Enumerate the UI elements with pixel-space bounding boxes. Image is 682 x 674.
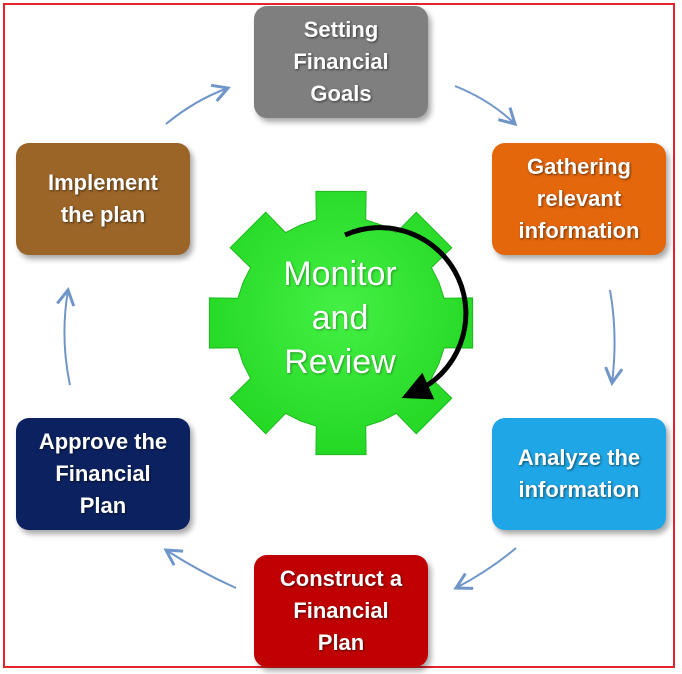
arrow-goals-to-gathering bbox=[454, 85, 518, 127]
arrow-gathering-to-analyze bbox=[604, 289, 624, 387]
arrow-analyze-to-construct bbox=[453, 547, 517, 590]
step-construct-plan: Construct a Financial Plan bbox=[254, 555, 428, 667]
diagram-border bbox=[3, 3, 675, 668]
step-label: Approve the Financial Plan bbox=[38, 429, 168, 518]
rotation-arrow-icon bbox=[343, 225, 469, 400]
step-label: Implement the plan bbox=[47, 170, 159, 227]
step-gathering-info: Gathering relevant information bbox=[492, 143, 666, 255]
step-implement-plan: Implement the plan bbox=[16, 143, 190, 255]
step-label: Setting Financial Goals bbox=[293, 17, 389, 106]
center-label: Monitor and Review bbox=[283, 255, 397, 381]
step-label: Construct a Financial Plan bbox=[279, 566, 403, 655]
step-analyze-info: Analyze the information bbox=[492, 418, 666, 530]
arrow-approve-to-implement bbox=[56, 286, 76, 386]
arrow-construct-to-approve bbox=[163, 548, 237, 589]
step-setting-goals: Setting Financial Goals bbox=[254, 6, 428, 118]
step-approve-plan: Approve the Financial Plan bbox=[16, 418, 190, 530]
arrow-implement-to-goals bbox=[165, 83, 231, 125]
step-label: Analyze the information bbox=[517, 445, 641, 502]
step-label: Gathering relevant information bbox=[518, 154, 640, 243]
